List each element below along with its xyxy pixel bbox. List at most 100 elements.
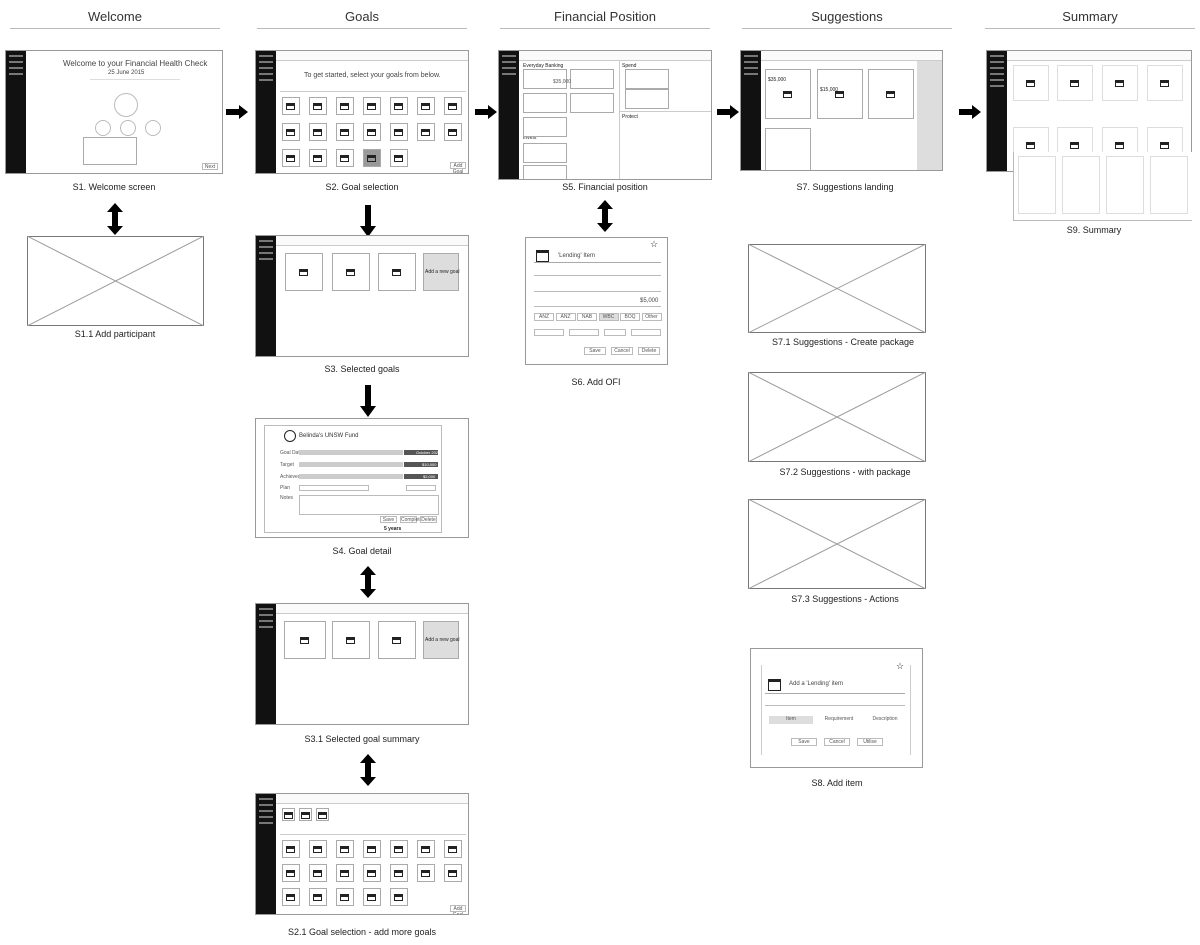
account-card[interactable] [523,69,567,89]
goal-option-card[interactable] [390,840,408,858]
goal-card[interactable] [285,253,323,291]
goal-option-card[interactable] [336,123,354,141]
package-card[interactable] [765,128,811,170]
suggestion-card[interactable] [765,69,811,119]
account-card[interactable] [523,143,567,163]
add-goal-card[interactable] [423,253,459,291]
delete-button[interactable]: Delete [420,516,437,523]
goal-option-card[interactable] [444,840,462,858]
goal-option-card[interactable] [363,97,381,115]
save-button[interactable]: Save [584,347,606,355]
institution-tab[interactable]: Other [641,313,662,321]
tab-description[interactable]: Description [863,716,907,724]
goal-option-card[interactable] [336,840,354,858]
goal-option-card[interactable] [417,840,435,858]
account-card[interactable] [523,117,567,137]
selected-goal-card[interactable] [282,808,295,821]
add-participant-popup[interactable] [83,137,137,165]
field-select[interactable] [534,329,564,336]
goal-option-card[interactable] [363,840,381,858]
cancel-button[interactable]: Cancel [824,738,850,746]
amount-field[interactable] [534,298,661,307]
plan-dropdown[interactable] [406,485,436,491]
goal-option-card[interactable] [390,888,408,906]
goal-option-card[interactable] [282,97,300,115]
selected-goal-card[interactable] [299,808,312,821]
goal-option-card[interactable] [363,864,381,882]
goal-option-card[interactable] [390,864,408,882]
account-card[interactable] [570,93,614,113]
item-select[interactable] [765,697,905,706]
goal-option-card[interactable] [309,149,327,167]
goal-option-card[interactable] [336,97,354,115]
goal-option-card[interactable] [444,97,462,115]
next-button[interactable]: Next [202,163,218,170]
account-card[interactable] [625,69,669,89]
notes-textarea[interactable] [299,495,439,515]
save-button[interactable]: Save [791,738,817,746]
goal-option-card[interactable] [444,864,462,882]
institution-tab[interactable]: ANZ [555,313,576,321]
plan-option[interactable] [299,485,369,491]
goal-option-card[interactable] [417,97,435,115]
tab-requirement[interactable]: Requirement [817,716,861,724]
goal-summary-card[interactable] [284,621,326,659]
goal-option-card[interactable] [309,97,327,115]
field-select[interactable] [604,329,626,336]
cancel-button[interactable]: Cancel [611,347,633,355]
add-goal-button[interactable]: Add Goal [450,905,466,914]
goal-option-card[interactable] [363,888,381,906]
goal-option-card[interactable] [309,864,327,882]
add-goal-button[interactable]: Add Goal [450,162,466,173]
category-select[interactable] [534,267,661,276]
goal-option-card[interactable] [336,864,354,882]
tab-item[interactable]: Item [769,716,813,724]
goal-option-card[interactable] [282,123,300,141]
goal-option-card[interactable] [282,888,300,906]
add-goal-card[interactable] [423,621,459,659]
goal-option-card[interactable] [390,97,408,115]
institution-tab[interactable]: BOQ [620,313,640,321]
goal-option-card[interactable] [309,123,327,141]
goal-card[interactable] [332,621,370,659]
goal-card[interactable] [378,621,416,659]
suggestion-card[interactable] [817,69,863,119]
account-card[interactable] [570,69,614,89]
goal-option-card[interactable] [390,123,408,141]
suggestion-card[interactable] [868,69,914,119]
selected-goal-card[interactable] [316,808,329,821]
goal-option-card[interactable] [336,149,354,167]
favourite-star-icon[interactable]: ☆ [896,661,905,671]
delete-button[interactable]: Delete [638,347,660,355]
goal-option-card[interactable] [282,864,300,882]
goal-option-card[interactable] [417,123,435,141]
save-button[interactable]: Save [380,516,397,523]
achieved-slider[interactable] [299,474,403,479]
goal-card[interactable] [332,253,370,291]
goal-option-card[interactable] [282,149,300,167]
institution-tab[interactable]: WBC [598,313,619,321]
goal-option-card[interactable] [309,840,327,858]
field-select[interactable] [569,329,599,336]
goal-option-card[interactable] [336,888,354,906]
goal-option-card[interactable] [444,123,462,141]
account-card[interactable] [625,89,669,109]
institution-tab[interactable]: NAB [577,313,597,321]
field-select[interactable] [631,329,661,336]
goal-date-slider[interactable] [299,450,403,455]
account-card[interactable] [523,165,567,179]
utilise-button[interactable]: Utilise [857,738,883,746]
target-slider[interactable] [299,462,403,467]
complete-button[interactable]: Complete [400,516,423,523]
subcategory-select[interactable] [534,283,661,292]
goal-card[interactable] [378,253,416,291]
goal-option-card[interactable] [309,888,327,906]
goal-option-card[interactable] [417,864,435,882]
institution-tab[interactable]: ANZ [534,313,554,321]
favourite-star-icon[interactable]: ☆ [650,239,659,249]
goal-option-card[interactable] [363,123,381,141]
goal-option-card[interactable] [363,149,381,167]
goal-option-card[interactable] [282,840,300,858]
goal-title[interactable]: Belinda's UNSW Fund [299,433,359,439]
account-card[interactable] [523,93,567,113]
